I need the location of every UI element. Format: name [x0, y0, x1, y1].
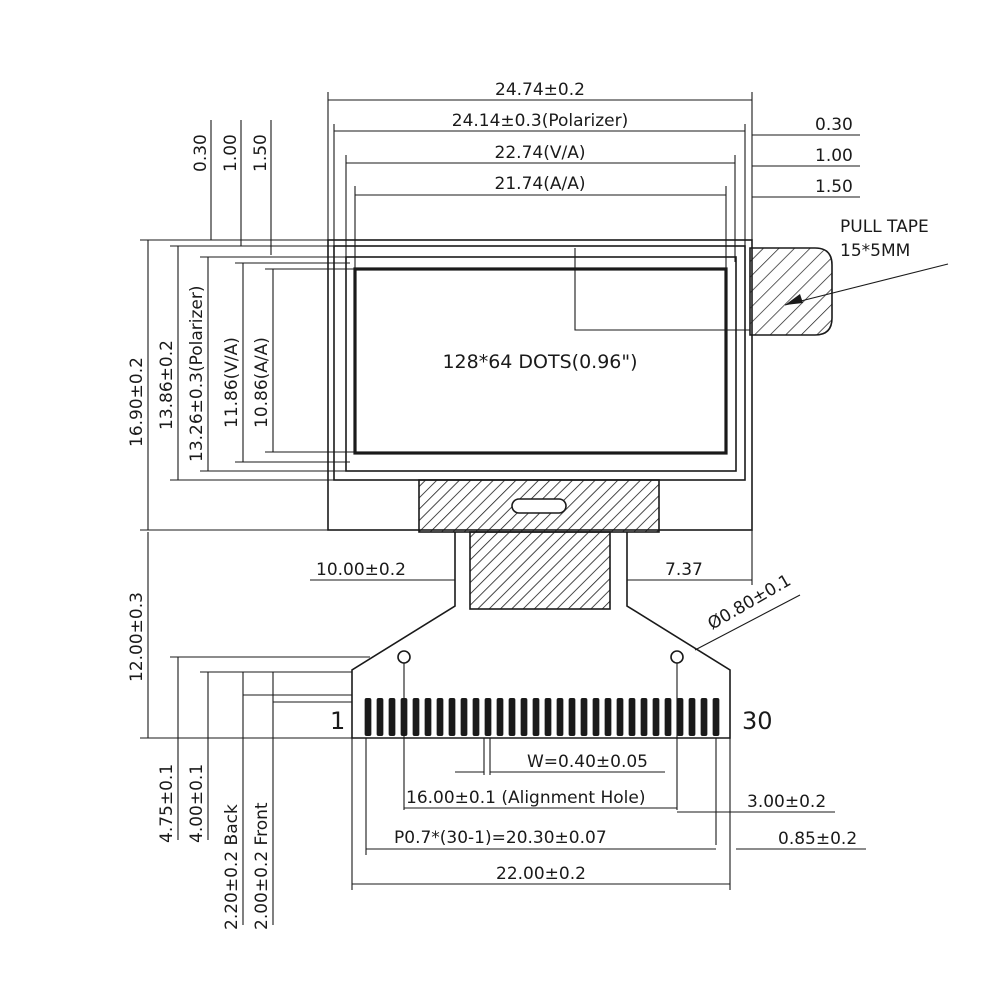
dim-pitch: P0.7*(30-1)=20.30±0.07 [394, 828, 607, 848]
dim-va-width: 22.74(V/A) [495, 143, 586, 163]
dim-overall-height: 16.90±0.2 [127, 357, 147, 447]
dim-top-1-00: 1.00 [221, 134, 241, 172]
dim-fpc-right: 7.37 [665, 560, 703, 580]
left-height-dimensions: 16.90±0.2 13.86±0.2 13.26±0.3(Polarizer)… [127, 239, 356, 531]
fpc-pin [520, 698, 528, 736]
dim-fpc-width: 22.00±0.2 [496, 864, 586, 884]
dim-fpc-left: 10.00±0.2 [316, 560, 406, 580]
fpc-pin [592, 698, 600, 736]
fpc-pin [616, 698, 624, 736]
fpc-pin [604, 698, 612, 736]
dim-fpc-length: 12.00±0.3 [127, 592, 147, 682]
fpc-pin [508, 698, 516, 736]
fpc-pin [424, 698, 432, 736]
fpc-pin [700, 698, 708, 736]
dim-front: 2.00±0.2 Front [252, 802, 272, 930]
dim-va-height: 11.86(V/A) [222, 337, 242, 428]
fpc-neck [351, 479, 731, 739]
pin-30-label: 30 [742, 707, 773, 735]
fpc-stiffener [469, 531, 611, 610]
pull-tape-size: 15*5MM [840, 241, 910, 261]
dim-right-1-00: 1.00 [815, 146, 853, 166]
dim-polarizer-height: 13.26±0.3(Polarizer) [187, 286, 207, 462]
dim-right-0-30: 0.30 [815, 115, 853, 135]
fpc-pin [364, 698, 372, 736]
fpc-pin [640, 698, 648, 736]
fpc-pins [364, 698, 720, 736]
dim-aa-height: 10.86(A/A) [252, 337, 272, 428]
dim-right-offset: 3.00±0.2 [747, 792, 826, 812]
fpc-pin [532, 698, 540, 736]
fpc-pin [388, 698, 396, 736]
fpc-pin [448, 698, 456, 736]
fpc-pin [652, 698, 660, 736]
fpc-pin [628, 698, 636, 736]
fpc-pin [712, 698, 720, 736]
alignment-hole-right [670, 650, 684, 664]
dim-right-1-50: 1.50 [815, 177, 853, 197]
fpc-pin [496, 698, 504, 736]
dim-edge-offset: 0.85±0.2 [778, 829, 857, 849]
fpc-pin [568, 698, 576, 736]
dim-aa-width: 21.74(A/A) [495, 174, 586, 194]
pin-1-label: 1 [330, 707, 345, 735]
fpc-pin [484, 698, 492, 736]
fpc-pin [544, 698, 552, 736]
dim-4-00: 4.00±0.1 [187, 764, 207, 843]
fpc-outline [351, 532, 731, 739]
fpc-pin [580, 698, 588, 736]
dim-overall-width: 24.74±0.2 [495, 80, 585, 100]
display-resolution-label: 128*64 DOTS(0.96") [442, 351, 637, 373]
dim-pin-width: W=0.40±0.05 [527, 752, 648, 772]
dim-back: 2.20±0.2 Back [222, 804, 242, 930]
fpc-pin [412, 698, 420, 736]
fpc-pin [376, 698, 384, 736]
fpc-pin [436, 698, 444, 736]
pull-tape-label: PULL TAPE [840, 217, 929, 237]
dim-polarizer-width: 24.14±0.3(Polarizer) [452, 111, 628, 131]
dim-4-75: 4.75±0.1 [157, 764, 177, 843]
fpc-pin [676, 698, 684, 736]
fpc-pin [460, 698, 468, 736]
fpc-pin [688, 698, 696, 736]
right-offset-dimensions: 0.30 1.00 1.50 [752, 115, 860, 198]
pull-tape: PULL TAPE 15*5MM [574, 217, 949, 336]
bottom-height-dimensions: 12.00±0.3 4.75±0.1 4.00±0.1 2.20±0.2 Bac… [127, 532, 370, 930]
top-width-dimensions: 24.74±0.2 24.14±0.3(Polarizer) 22.74(V/A… [327, 80, 753, 270]
dim-alignment-hole: 16.00±0.1 (Alignment Hole) [406, 788, 646, 808]
fpc-pin [556, 698, 564, 736]
fpc-pin [664, 698, 672, 736]
top-offset-dimensions: 0.30 1.00 1.50 [191, 120, 272, 255]
dim-panel-height: 13.86±0.2 [157, 340, 177, 430]
active-area [353, 267, 728, 455]
bottom-width-dimensions: W=0.40±0.05 16.00±0.1 (Alignment Hole) 3… [351, 663, 866, 890]
module-body: 128*64 DOTS(0.96") [327, 239, 753, 531]
fpc-pin [472, 698, 480, 736]
polarizer-outline [345, 256, 737, 472]
dim-top-0-30: 0.30 [191, 134, 211, 172]
alignment-hole-left [397, 650, 411, 664]
dim-top-1-50: 1.50 [251, 134, 271, 172]
